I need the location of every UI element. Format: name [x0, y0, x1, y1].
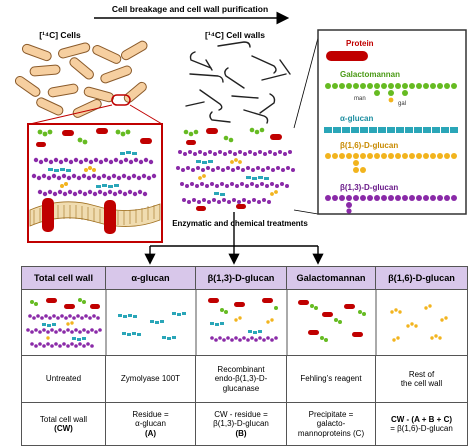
- top-diagram: Cell breakage and cell wall purification…: [14, 4, 467, 265]
- header-galactomannan: Galactomannan: [287, 267, 376, 289]
- legend-sub-gal: gal: [398, 101, 406, 107]
- legend-label-beta16-glucan: β(1,6)-D-glucan: [340, 141, 398, 150]
- illustration-galactomannan: [298, 300, 366, 342]
- result-alpha-glucan: Residue = α-glucan (A): [106, 403, 196, 445]
- membrane: [29, 198, 161, 234]
- fraction-illustrations: [26, 290, 448, 355]
- protein-glyph: [326, 51, 368, 61]
- walls-label: [¹⁴C] Cell walls: [205, 30, 265, 40]
- zoom-highlight: [111, 94, 131, 106]
- gal-unit-glyph: [388, 97, 394, 103]
- beta13-glucan-glyph: [325, 195, 457, 214]
- result-galactomannan: Precipitate = galacto- mannoproteins (C): [287, 403, 376, 445]
- legend-label-galactomannan: Galactomannan: [340, 70, 400, 79]
- polymer-walls-right: [176, 127, 295, 211]
- header-total-cell-wall: Total cell wall: [22, 267, 106, 289]
- header-beta13-glucan: β(1,3)-D-glucan: [196, 267, 287, 289]
- legend-sub-man: man: [354, 96, 366, 102]
- cells-label: [¹⁴C] Cells: [39, 30, 81, 40]
- intact-cells: [14, 40, 148, 118]
- polymer-detail-left: [31, 128, 157, 197]
- result-total: Total cell wall (CW): [22, 403, 106, 445]
- treatments-label: Enzymatic and chemical treatments: [172, 219, 308, 228]
- legend-label-protein: Protein: [346, 39, 374, 48]
- legend-label-beta13-glucan: β(1,3)-D-glucan: [340, 183, 398, 192]
- process-label: Cell breakage and cell wall purification: [112, 4, 268, 14]
- treatment-glucanase: Recombinant endo-β(1,3)-D- glucanase: [196, 356, 287, 402]
- treatment-zymolyase: Zymolyase 100T: [106, 356, 196, 402]
- alpha-glucan-glyph: [324, 127, 458, 133]
- legend-label-alpha-glucan: α-glucan: [340, 114, 373, 123]
- results-table: Total cell wall α-glucan β(1,3)-D-glucan…: [21, 266, 468, 446]
- illustration-total: [26, 298, 102, 348]
- treatment-untreated: Untreated: [22, 356, 106, 402]
- header-alpha-glucan: α-glucan: [106, 267, 196, 289]
- treatment-fehling: Fehling’s reagent: [287, 356, 376, 402]
- illustration-alpha-glucan: [118, 312, 186, 340]
- result-beta13-glucan: CW - residue = β(1,3)-D-glucan (B): [196, 403, 287, 445]
- cell-walls: [185, 41, 291, 124]
- header-beta16-glucan: β(1,6)-D-glucan: [376, 267, 467, 289]
- result-beta16-glucan: CW - (A + B + C) = β(1,6)-D-glucan: [390, 414, 453, 434]
- legend-connectors: [293, 37, 319, 215]
- beta16-glucan-glyph: [325, 153, 457, 173]
- illustration-beta16-glucan: [390, 304, 448, 342]
- galactomannan-glyph: [325, 83, 457, 96]
- treatment-rest: Rest of the cell wall: [400, 369, 443, 389]
- illustration-beta13-glucan: [208, 298, 278, 342]
